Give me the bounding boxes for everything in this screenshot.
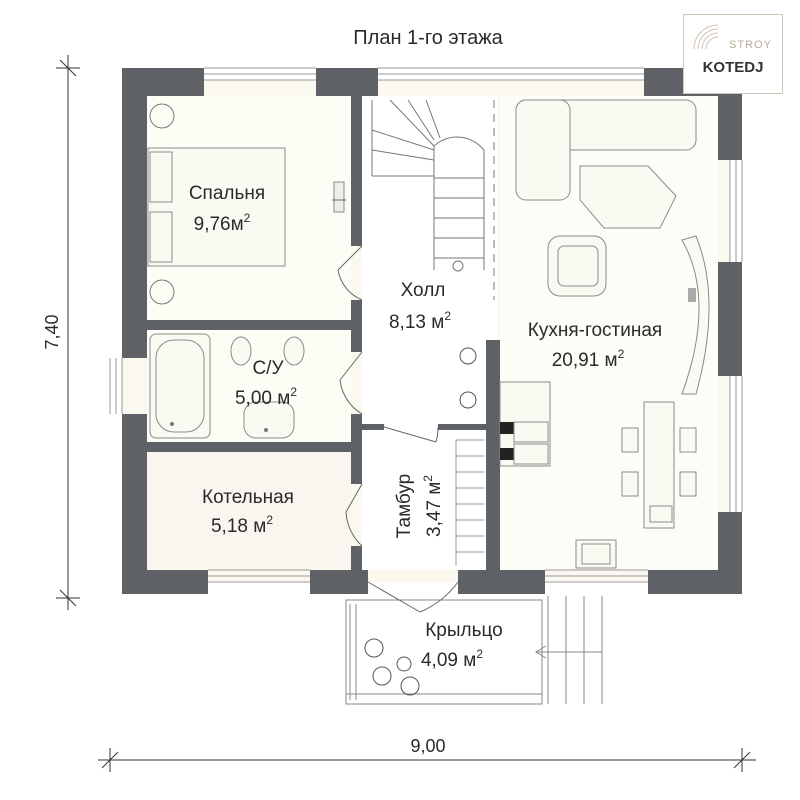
windows — [109, 67, 743, 583]
brand-logo: STROY KOTEDJ — [683, 14, 783, 94]
room-name-bathroom: С/У — [252, 358, 284, 379]
width-dimension: 9,00 — [410, 736, 445, 756]
room-area-bathroom: 5,00 м2 — [235, 385, 297, 409]
plan-title: План 1-го этажа — [353, 27, 503, 49]
height-dimension: 7,40 — [42, 314, 62, 349]
doors — [337, 245, 459, 613]
staircase — [371, 99, 495, 300]
brand-bottom: KOTEDJ — [702, 59, 764, 76]
room-labels: Спальня 9,76м2 Холл 8,13 м2 С/У 5,00 м2 … — [189, 183, 662, 671]
room-area-boiler: 5,18 м2 — [211, 513, 273, 537]
room-name-porch: Крыльцо — [425, 620, 503, 641]
bedroom-furniture — [147, 103, 346, 305]
room-name-hall: Холл — [401, 280, 446, 301]
vestibule-steps — [455, 439, 484, 566]
logo-arcs-icon — [693, 24, 719, 50]
porch-steps — [346, 596, 603, 704]
room-area-vestibule: 3,47 м2 — [421, 475, 445, 537]
dimension-lines — [56, 55, 756, 772]
kitchen-furniture — [499, 99, 710, 569]
walls — [122, 68, 742, 594]
room-area-bedroom: 9,76м2 — [194, 211, 251, 235]
plants — [364, 347, 477, 696]
room-area-porch: 4,09 м2 — [421, 647, 483, 671]
room-name-vestibule: Тамбур — [394, 474, 415, 539]
room-name-bedroom: Спальня — [189, 183, 265, 204]
floor-areas — [122, 80, 730, 705]
bathroom-fixtures — [149, 333, 305, 439]
room-area-kitchen: 20,91 м2 — [552, 347, 625, 371]
brand-top: STROY — [729, 39, 772, 51]
room-area-hall: 8,13 м2 — [389, 309, 451, 333]
room-name-kitchen: Кухня-гостиная — [528, 320, 662, 341]
room-name-boiler: Котельная — [202, 487, 294, 508]
